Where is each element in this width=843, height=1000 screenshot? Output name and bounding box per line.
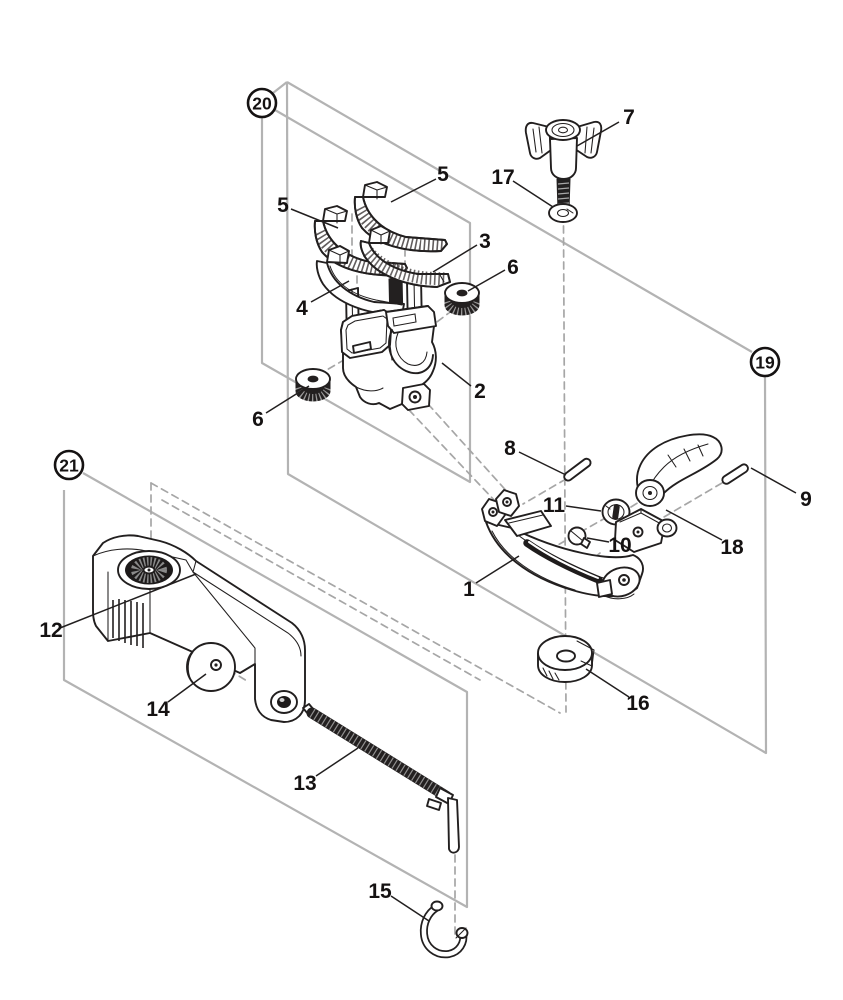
group-callout-20: 20 xyxy=(246,87,278,119)
part-14-roller xyxy=(186,642,236,692)
part-17-washer xyxy=(548,203,578,223)
part-label-12: 12 xyxy=(39,619,62,642)
zone21-axis-diagonal xyxy=(150,482,561,714)
leader-6a xyxy=(467,269,506,292)
leader-4 xyxy=(310,280,350,303)
part-label-18: 18 xyxy=(720,536,744,559)
part-10-screw xyxy=(567,526,591,549)
part-label-16: 16 xyxy=(626,692,649,715)
leader-17 xyxy=(512,180,554,208)
part-1-arm xyxy=(481,489,644,600)
part-label-11: 11 xyxy=(543,494,566,517)
parts xyxy=(92,119,749,959)
labels: 5 5 3 7 17 6 4 2 6 8 9 11 10 18 1 16 12 … xyxy=(39,87,812,903)
part-label-1: 1 xyxy=(463,578,475,601)
part-label-4: 4 xyxy=(296,297,308,320)
part-label-3: 3 xyxy=(479,230,491,253)
leader-8 xyxy=(518,451,567,476)
group-callout-21: 21 xyxy=(53,449,85,481)
part-label-14: 14 xyxy=(146,698,170,721)
part-label-17: 17 xyxy=(491,166,514,189)
leader-14 xyxy=(167,673,207,703)
part-label-5a: 5 xyxy=(437,163,449,186)
leader-lines xyxy=(59,121,797,922)
part-label-7: 7 xyxy=(623,106,635,129)
part-11-disc xyxy=(601,498,631,526)
part-label-6a: 6 xyxy=(507,256,519,279)
leader-11 xyxy=(565,505,602,512)
zone-box-19 xyxy=(285,81,768,755)
leader-6b xyxy=(265,385,310,414)
group-callout-21-label: 21 xyxy=(59,456,79,476)
zone-boxes xyxy=(62,81,768,909)
leader-9 xyxy=(750,467,797,494)
part-label-13: 13 xyxy=(293,772,316,795)
leader-5a xyxy=(390,178,437,203)
zone-box-20 xyxy=(260,109,472,484)
leader-18 xyxy=(665,509,723,541)
main-axis-dashed xyxy=(562,225,567,713)
group-callout-20-label: 20 xyxy=(252,94,272,114)
part-label-15: 15 xyxy=(368,880,392,903)
leader-7 xyxy=(576,121,620,147)
part-9-pin xyxy=(721,463,749,485)
part-4-shoe xyxy=(315,245,405,316)
part-16-cam-nut xyxy=(537,635,595,683)
leader-16 xyxy=(585,668,630,698)
group-callout-19-label: 19 xyxy=(755,353,775,373)
zone-box-21 xyxy=(62,472,469,909)
leader-12 xyxy=(59,573,197,629)
group-callout-19: 19 xyxy=(749,346,781,378)
part-label-9: 9 xyxy=(800,488,812,511)
leader-5b xyxy=(290,208,339,229)
part-12-base-body xyxy=(92,534,306,723)
leader-15 xyxy=(390,895,430,922)
part-18-lever xyxy=(614,433,723,553)
part-8-pin xyxy=(563,457,592,482)
zone-box-20-link xyxy=(272,81,288,94)
leader-2 xyxy=(441,362,472,387)
part-label-2: 2 xyxy=(474,380,486,403)
leader-1 xyxy=(475,555,520,584)
leader-3 xyxy=(432,244,478,273)
part-label-5b: 5 xyxy=(277,194,289,217)
part-6-nut-left xyxy=(296,369,330,401)
leader-13 xyxy=(315,747,359,777)
part-label-8: 8 xyxy=(504,437,516,460)
part-13-threaded-rod xyxy=(302,703,460,854)
leader-10 xyxy=(586,537,610,543)
part-2-clamp-body xyxy=(340,305,437,411)
part-label-10: 10 xyxy=(608,534,631,557)
part-label-6b: 6 xyxy=(252,408,264,431)
part-7-wing-knob xyxy=(524,119,603,211)
part-3-cradle xyxy=(359,225,451,288)
